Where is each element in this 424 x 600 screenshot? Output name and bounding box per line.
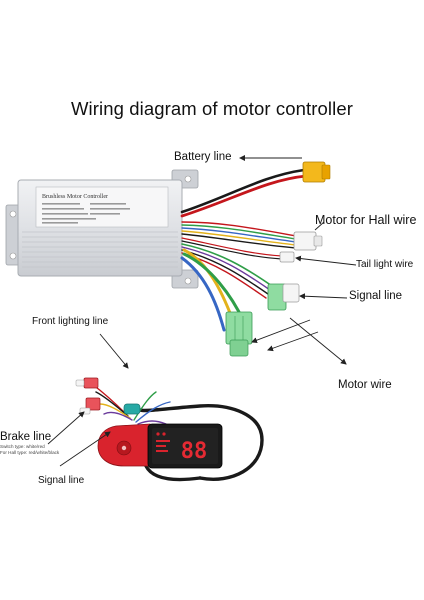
battery-level-icon <box>156 440 170 442</box>
signal-line-left-label: Signal line <box>38 475 85 486</box>
battery-line-label: Battery line <box>174 151 232 163</box>
brake-connector <box>79 397 101 415</box>
controller-wires <box>180 168 308 332</box>
motor-wire-pointer-1 <box>251 319 311 344</box>
tail-light-wire-label: Tail light wire <box>356 259 414 270</box>
motor-wire-pointer-2 <box>267 331 319 352</box>
front-lighting-line-label: Front lighting line <box>32 316 109 327</box>
pointer-lines-display <box>47 333 129 467</box>
mount-hole <box>9 210 17 218</box>
front-light-connector <box>75 377 99 389</box>
indicator-icon <box>162 432 166 436</box>
sticker-specs <box>42 203 130 224</box>
brake-hall-type-note: For Hall type: red/white/black <box>0 450 60 455</box>
tail-light-pointer <box>295 255 357 266</box>
signal-plug <box>123 403 141 415</box>
throttle-center <box>121 445 127 451</box>
battery-connector <box>302 161 331 183</box>
brake-switch-type-note: Switch type: white/red <box>0 444 45 449</box>
brake-line-pointer <box>47 411 85 445</box>
heat-fins <box>22 231 178 268</box>
controller-sticker <box>35 186 169 228</box>
indicator-icon <box>156 432 160 436</box>
diagram-title: Wiring diagram of motor controller <box>70 98 354 119</box>
controller-label: Brushless Motor Controller <box>42 194 108 200</box>
signal-line-pointer <box>299 293 348 300</box>
display-unit: 88 <box>97 423 223 469</box>
motor-controller: Brushless Motor Controller <box>5 169 199 289</box>
signal-line-left-pointer <box>59 431 111 467</box>
hall-connector <box>293 231 323 251</box>
mount-hole <box>184 175 192 183</box>
pointer-lines-top <box>239 155 357 365</box>
front-lighting-pointer <box>99 333 129 369</box>
motor-phase-connector <box>225 311 253 357</box>
speed-mode-icon <box>156 445 166 447</box>
mount-hole <box>9 252 17 260</box>
mount-hole <box>184 277 192 285</box>
motor-wire-label: Motor wire <box>338 379 392 391</box>
tail-light-connector <box>279 251 295 263</box>
brake-line-label: Brake line <box>0 431 52 443</box>
motor-wire-pointer-3 <box>289 317 347 365</box>
hall-pointer <box>314 221 325 231</box>
display-screen <box>152 428 218 464</box>
display-reading: 88 <box>181 439 208 464</box>
light-icon <box>156 450 168 452</box>
motor-hall-wire-label: Motor for Hall wire <box>315 213 417 227</box>
signal-line-right-label: Signal line <box>349 290 403 302</box>
signal-connector <box>267 283 300 311</box>
